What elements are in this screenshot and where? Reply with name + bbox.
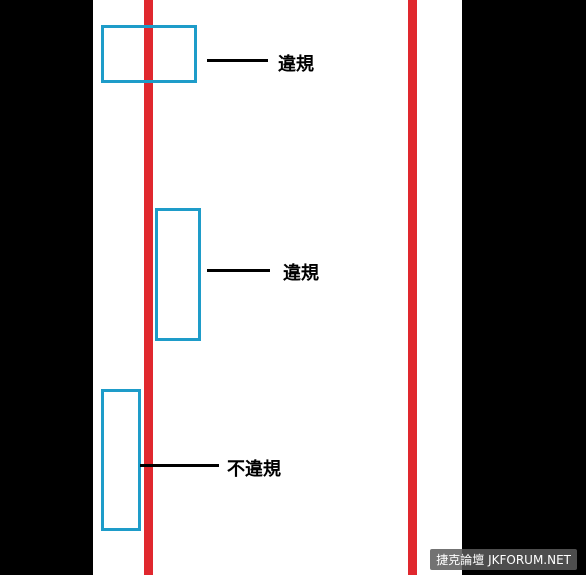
leader-line-top [207,59,268,62]
box-middle [155,208,201,341]
label-violation-middle: 違規 [283,263,319,284]
box-bottom [101,389,141,531]
leader-line-middle [207,269,270,272]
label-no-violation: 不違規 [227,459,281,480]
diagram-canvas [93,0,462,575]
leader-line-bottom [140,464,219,467]
right-red-line [408,0,417,575]
watermark: 捷克論壇 JKFORUM.NET [430,549,577,570]
left-red-line [144,0,153,575]
label-violation-top: 違規 [278,54,314,75]
box-top [101,25,197,83]
